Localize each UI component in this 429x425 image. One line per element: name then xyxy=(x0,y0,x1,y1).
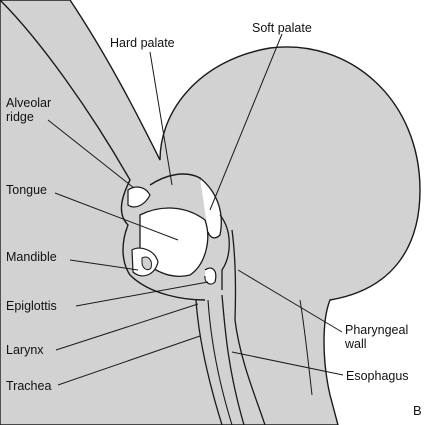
label-mandible: Mandible xyxy=(6,250,57,264)
panel-letter: B xyxy=(413,404,422,418)
label-pharyngeal-wall-line1: Pharyngeal xyxy=(345,323,408,337)
label-alveolar-ridge: Alveolar ridge xyxy=(6,96,51,124)
label-trachea: Trachea xyxy=(6,379,51,393)
label-alveolar-ridge-line1: Alveolar xyxy=(6,96,51,110)
label-tongue: Tongue xyxy=(6,183,47,197)
label-epiglottis: Epiglottis xyxy=(6,299,57,313)
label-esophagus: Esophagus xyxy=(346,369,409,383)
lower-tooth xyxy=(142,257,151,269)
label-pharyngeal-wall-line2: wall xyxy=(345,337,408,351)
label-alveolar-ridge-line2: ridge xyxy=(6,110,51,124)
epiglottis xyxy=(205,268,216,284)
label-pharyngeal-wall: Pharyngeal wall xyxy=(345,323,408,351)
label-soft-palate: Soft palate xyxy=(252,21,312,35)
label-hard-palate: Hard palate xyxy=(110,36,175,50)
label-larynx: Larynx xyxy=(6,343,44,357)
